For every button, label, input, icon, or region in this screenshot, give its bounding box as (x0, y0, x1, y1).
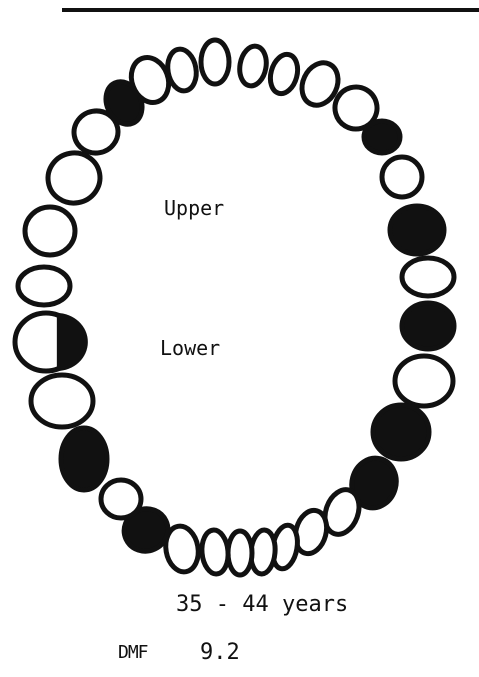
tooth-l-r2-sound (200, 529, 230, 575)
tooth-outline (228, 531, 252, 575)
tooth-l-l7-sound (395, 356, 453, 406)
tooth-l-r8-half-filled (15, 313, 88, 371)
tooth-u-l6-sound (382, 157, 422, 197)
tooth-outline (25, 207, 75, 255)
tooth-outline (266, 51, 301, 96)
tooth-u-l8-sound (402, 258, 454, 296)
tooth-outline (402, 258, 454, 296)
tooth-l-r6-decayed (61, 428, 107, 490)
tooth-outline (31, 375, 93, 427)
tooth-u-r6-sound (44, 149, 104, 207)
tooth-u-r1-sound (201, 40, 229, 84)
tooth-l-l8-decayed (402, 303, 454, 349)
tooth-outline (364, 121, 400, 153)
dmf-label: DMF (118, 642, 148, 663)
tooth-outline (237, 44, 270, 88)
tooth-u-l7-decayed (390, 206, 444, 254)
tooth-l-l6-decayed (373, 405, 429, 459)
tooth-filled-part (57, 313, 88, 371)
tooth-outline (44, 149, 104, 207)
tooth-outline (18, 267, 70, 305)
tooth-outline (101, 480, 141, 518)
tooth-outline (395, 356, 453, 406)
tooth-u-r7-sound (25, 207, 75, 255)
tooth-outline (382, 157, 422, 197)
tooth-u-l5-decayed (364, 121, 400, 153)
tooth-outline (390, 206, 444, 254)
tooth-l-r5-sound (101, 480, 141, 518)
lower-jaw-label: Lower (160, 336, 220, 360)
tooth-outline (61, 428, 107, 490)
tooth-outline (200, 529, 230, 575)
tooth-l-r7-sound (31, 375, 93, 427)
tooth-outline (373, 405, 429, 459)
teeth-group (15, 40, 454, 575)
tooth-outline (201, 40, 229, 84)
tooth-u-l1-sound (237, 44, 270, 88)
tooth-u-r8-sound (18, 267, 70, 305)
tooth-u-l2-sound (266, 51, 301, 96)
age-group-label: 35 - 44 years (176, 592, 348, 617)
tooth-l-r1-sound (228, 531, 252, 575)
tooth-outline (402, 303, 454, 349)
upper-jaw-label: Upper (164, 196, 224, 220)
dmf-value: 9.2 (200, 640, 240, 665)
